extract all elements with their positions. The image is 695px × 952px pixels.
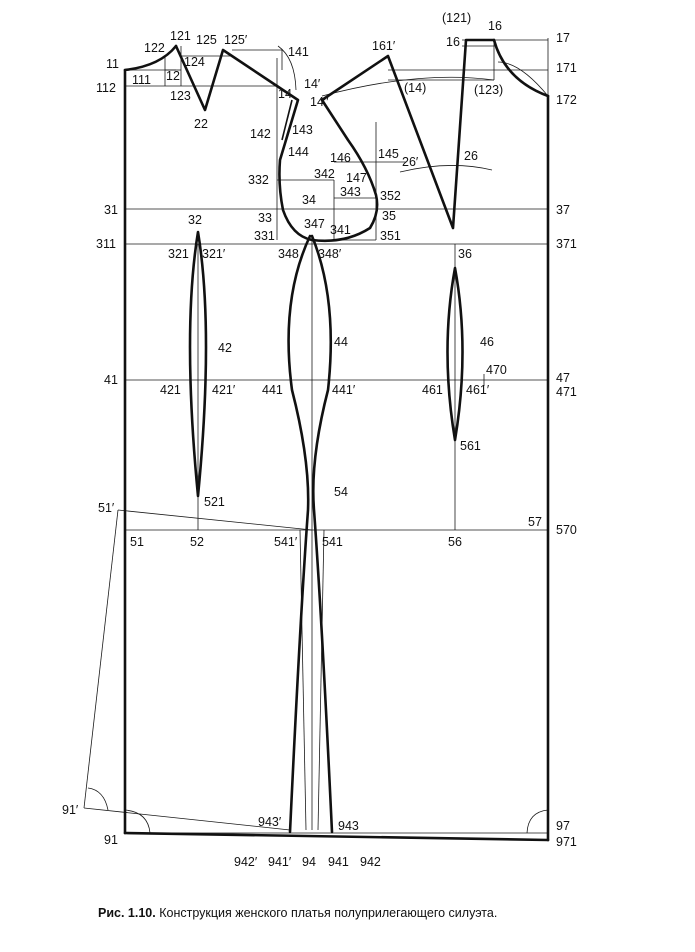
label: 31: [104, 203, 118, 217]
label: 51: [130, 535, 144, 549]
label: 331: [254, 229, 275, 243]
label: 14: [278, 87, 292, 101]
label: 35: [382, 209, 396, 223]
label: 351: [380, 229, 401, 243]
label: 347: [304, 217, 325, 231]
label: 97: [556, 819, 570, 833]
label: 943′: [258, 815, 282, 829]
label: 123: [170, 89, 191, 103]
label: 441: [262, 383, 283, 397]
label: 332: [248, 173, 269, 187]
label: 42: [218, 341, 232, 355]
label: (14): [404, 81, 426, 95]
label: 311: [96, 237, 116, 251]
label: 124: [184, 55, 205, 69]
label: 37: [556, 203, 570, 217]
label: 94: [302, 855, 316, 869]
label: 33: [258, 211, 272, 225]
label: 471: [556, 385, 577, 399]
label: 141: [288, 45, 309, 59]
label: 171: [556, 61, 577, 75]
label: 16: [446, 35, 460, 49]
label: 941′: [268, 855, 292, 869]
label: 461′: [466, 383, 490, 397]
label: 14′′: [310, 95, 329, 109]
label: 341: [330, 223, 351, 237]
label: 971: [556, 835, 577, 849]
label: 521: [204, 495, 225, 509]
label: 144: [288, 145, 309, 159]
label: 143: [292, 123, 313, 137]
label: 941: [328, 855, 349, 869]
label: 943: [338, 819, 359, 833]
label: 541′: [274, 535, 298, 549]
label: 321′: [202, 247, 226, 261]
label: 44: [334, 335, 348, 349]
label: 942′: [234, 855, 258, 869]
label: 12: [166, 69, 180, 83]
label: 46: [480, 335, 494, 349]
label: 91: [104, 833, 118, 847]
label: 147: [346, 171, 367, 185]
label: 942: [360, 855, 381, 869]
label: 112: [96, 81, 116, 95]
label: 352: [380, 189, 401, 203]
label: 91′: [62, 803, 79, 817]
label: 36: [458, 247, 472, 261]
label: 342: [314, 167, 335, 181]
label: 348: [278, 247, 299, 261]
label: 343: [340, 185, 361, 199]
label: 22: [194, 117, 208, 131]
label: 421: [160, 383, 181, 397]
pattern-outlines: [123, 38, 550, 842]
label: 52: [190, 535, 204, 549]
label: 461: [422, 383, 443, 397]
label: 14′: [304, 77, 321, 91]
label: 47: [556, 371, 570, 385]
label: 11: [106, 57, 119, 71]
label: 125′: [224, 33, 248, 47]
label: 371: [556, 237, 577, 251]
label: 145: [378, 147, 399, 161]
label: 57: [528, 515, 542, 529]
label: 142: [250, 127, 271, 141]
label: 421′: [212, 383, 236, 397]
label: 146: [330, 151, 351, 165]
label: 26′: [402, 155, 419, 169]
label: 122: [144, 41, 165, 55]
label: 16: [488, 19, 502, 33]
label: 541: [322, 535, 343, 549]
label: 54: [334, 485, 348, 499]
label: 17: [556, 31, 570, 45]
label: 161′: [372, 39, 396, 53]
label: 111: [132, 73, 151, 87]
label: 570: [556, 523, 577, 537]
label: 34: [302, 193, 316, 207]
label: (123): [474, 83, 503, 97]
label: 348′: [318, 247, 342, 261]
figure-caption: Рис. 1.10. Конструкция женского платья п…: [98, 906, 658, 920]
label: 470: [486, 363, 507, 377]
label: 321: [168, 247, 189, 261]
label: 32: [188, 213, 202, 227]
label: 441′: [332, 383, 356, 397]
label: 26: [464, 149, 478, 163]
figure-number: Рис. 1.10.: [98, 906, 156, 920]
figure-caption-text: Конструкция женского платья полуприлегаю…: [159, 906, 498, 920]
label: 51′: [98, 501, 115, 515]
label: 56: [448, 535, 462, 549]
label: 125: [196, 33, 217, 47]
label: 121: [170, 29, 191, 43]
label: 172: [556, 93, 577, 107]
label: (121): [442, 11, 471, 25]
point-labels: 11 111 112 12 121 122 123 124 125 125′ 2…: [62, 11, 577, 869]
label: 561: [460, 439, 481, 453]
construction-lines: [83, 38, 549, 840]
label: 41: [104, 373, 118, 387]
